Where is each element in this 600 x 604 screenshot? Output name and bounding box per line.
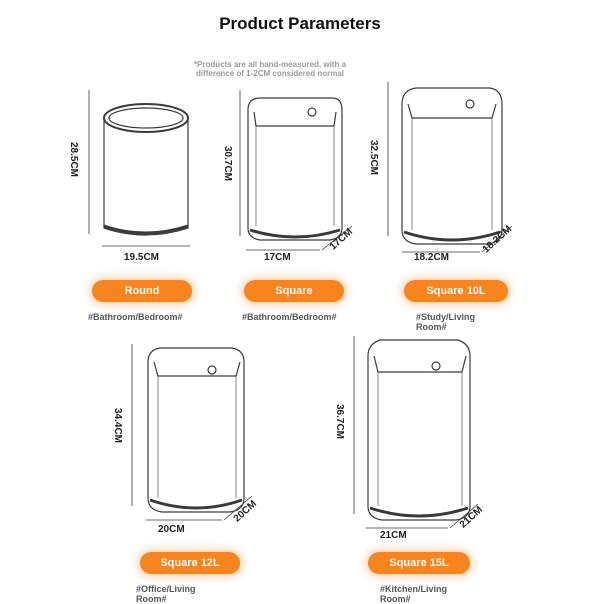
square-10l-illustration [401, 87, 503, 245]
square-10l-room-tag: #Study/Living Room# [416, 312, 476, 332]
measurement-note: *Products are all hand-measured, with a … [150, 60, 390, 78]
square-12l-illustration [147, 347, 245, 513]
square-9l-room-tag: #Bathroom/Bedroom# [242, 312, 337, 322]
square-9l-width-label: 17CM [264, 252, 291, 263]
square-10l-height-label: 32.5CM [368, 139, 380, 176]
square-15l-illustration [367, 339, 471, 521]
round-pill-badge: Round [92, 280, 192, 302]
page-title: Product Parameters [219, 14, 381, 33]
note-line-2: difference of 1-2CM considered normal [195, 69, 345, 78]
square-10l-width-label: 18.2CM [414, 252, 450, 263]
square-9l-height-label: 30.7CM [222, 145, 234, 182]
square-9l-illustration [247, 97, 343, 241]
square-10l-pill-badge: Square 10L [404, 280, 508, 302]
note-line-1: *Products are all hand-measured, with a [193, 60, 347, 69]
round-bin-illustration [103, 103, 189, 236]
square-15l-height-label: 36.7CM [334, 403, 346, 440]
square-15l-room-tag: #Kitchen/Living Room# [380, 584, 448, 604]
round-width-label: 19.5CM [124, 252, 160, 263]
square-12l-pill-badge: Square 12L [140, 552, 240, 574]
square-15l-pill-badge: Square 15L [368, 552, 470, 574]
square-12l-height-label: 34.4CM [112, 407, 124, 444]
square-15l-width-label: 21CM [380, 530, 407, 541]
square-9l-pill-badge: Square [244, 280, 344, 302]
square-12l-room-tag: #Office/Living Room# [136, 584, 196, 604]
round-room-tag: #Bathroom/Bedroom# [88, 312, 183, 322]
round-height-label: 28.5CM [68, 141, 80, 178]
square-12l-width-label: 20CM [158, 524, 185, 535]
